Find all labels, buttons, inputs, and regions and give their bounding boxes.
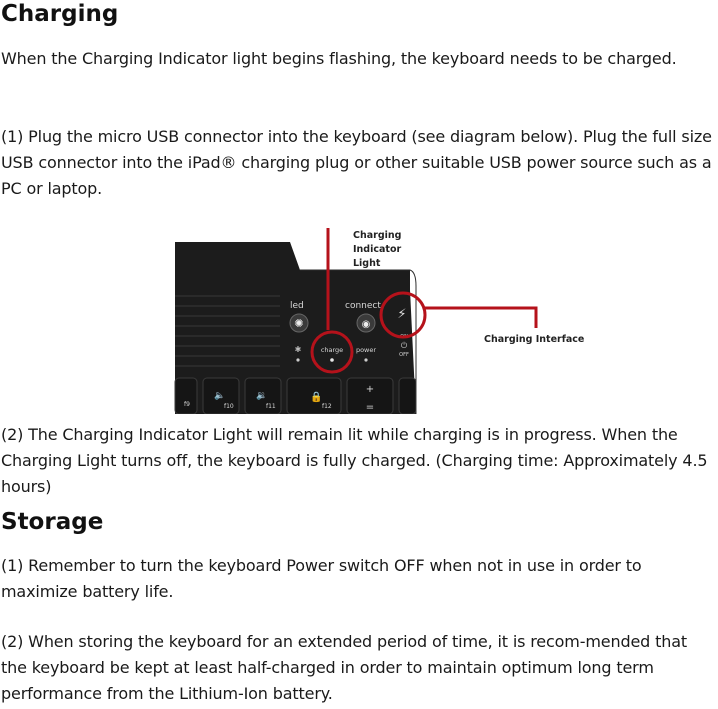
svg-text:f9: f9	[184, 401, 190, 408]
charging-intro-paragraph: When the Charging Indicator light begins…	[1, 49, 677, 68]
led-label: led	[290, 301, 304, 311]
bluetooth-icon: ✱	[295, 345, 302, 354]
key-f9	[174, 377, 198, 414]
speaker-grille	[175, 295, 280, 367]
callout-line-interface	[425, 306, 538, 328]
led-button	[289, 313, 309, 333]
charging-heading: Charging	[1, 1, 119, 27]
key-plus-equals	[346, 377, 394, 414]
svg-text:f10: f10	[224, 403, 234, 410]
storage-step-2-paragraph: (2) When storing the keyboard for an ext…	[1, 632, 688, 703]
svg-text:f11: f11	[266, 403, 276, 410]
keyboard-top-edge	[300, 269, 417, 414]
svg-text:+: +	[366, 384, 374, 395]
charge-label: charge	[321, 346, 343, 354]
off-label: OFF	[399, 352, 409, 358]
key-f11	[244, 377, 282, 414]
power-switch-icon: ⏻	[401, 341, 408, 350]
callout-circle-interface	[379, 291, 427, 339]
wifi-icon: ◉	[362, 319, 371, 330]
callout-interface-label: Charging Interface	[484, 334, 584, 345]
connect-label: connect	[345, 301, 381, 311]
charging-step-1-paragraph: (1) Plug the micro USB connector into th…	[1, 127, 712, 198]
lock-icon: 🔒	[310, 391, 322, 403]
sun-icon: ✺	[294, 317, 303, 330]
connect-button	[356, 313, 376, 333]
micro-usb-port-icon: ⚡	[397, 307, 406, 322]
power-label: power	[356, 346, 376, 354]
key-f12	[286, 377, 342, 414]
storage-step-1-paragraph: (1) Remember to turn the keyboard Power …	[1, 556, 642, 601]
callout-light-line-3: Light	[353, 258, 381, 269]
key-f10	[202, 377, 240, 414]
svg-text:f12: f12	[322, 403, 332, 410]
volume-up-icon: 🔉	[256, 391, 267, 401]
svg-text:=: =	[366, 402, 374, 413]
charging-step-2-paragraph: (2) The Charging Indicator Light will re…	[1, 425, 708, 496]
callout-light-line-2: Indicator	[353, 244, 401, 255]
callout-circle-light	[310, 330, 354, 374]
volume-down-icon: 🔈	[214, 391, 225, 401]
keyboard-charging-diagram: led connect ✺ ◉ ✱ charge power ⚡ ON ⏻ OF…	[174, 228, 584, 414]
charging-indicator-light	[330, 358, 334, 362]
storage-heading: Storage	[1, 509, 104, 535]
callout-light-line-1: Charging	[353, 230, 401, 241]
function-key-row: f9 🔈 f10 🔉 f11 🔒 f12 + =	[174, 377, 417, 414]
